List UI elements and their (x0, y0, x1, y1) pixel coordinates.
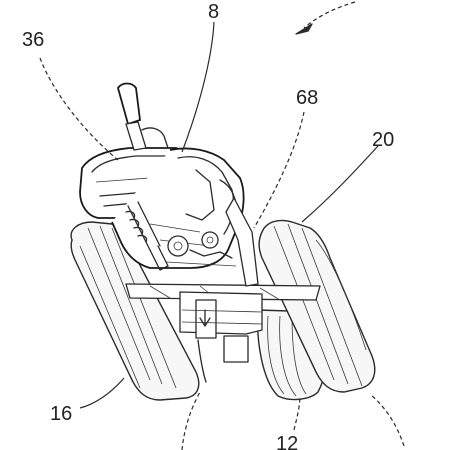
reference-numerals: 8 36 68 20 16 12 (22, 1, 394, 450)
leader-36 (39, 57, 119, 161)
leader-16 (79, 377, 125, 409)
leader-12 (293, 395, 301, 431)
ref-36: 36 (22, 29, 44, 51)
ref-16: 16 (50, 403, 72, 425)
leader-68 (253, 111, 305, 229)
leader-bottom-right (369, 393, 405, 447)
leader-lines (39, 21, 405, 450)
axle-assembly (125, 283, 321, 301)
right-wheel (258, 219, 376, 393)
steering-column (117, 82, 169, 151)
direction-arrow (295, 1, 356, 35)
side-panel (225, 197, 259, 287)
leader-bottom-left (181, 391, 201, 450)
shock-absorber (125, 201, 169, 271)
ref-68: 68 (296, 87, 318, 109)
ref-12: 12 (276, 433, 298, 450)
engine-cluster (165, 231, 237, 267)
left-wheel (70, 221, 200, 401)
ref-8: 8 (208, 1, 219, 23)
drive-unit (179, 291, 263, 383)
leader-8 (181, 21, 215, 153)
leader-20 (301, 145, 379, 223)
ref-20: 20 (372, 129, 394, 151)
